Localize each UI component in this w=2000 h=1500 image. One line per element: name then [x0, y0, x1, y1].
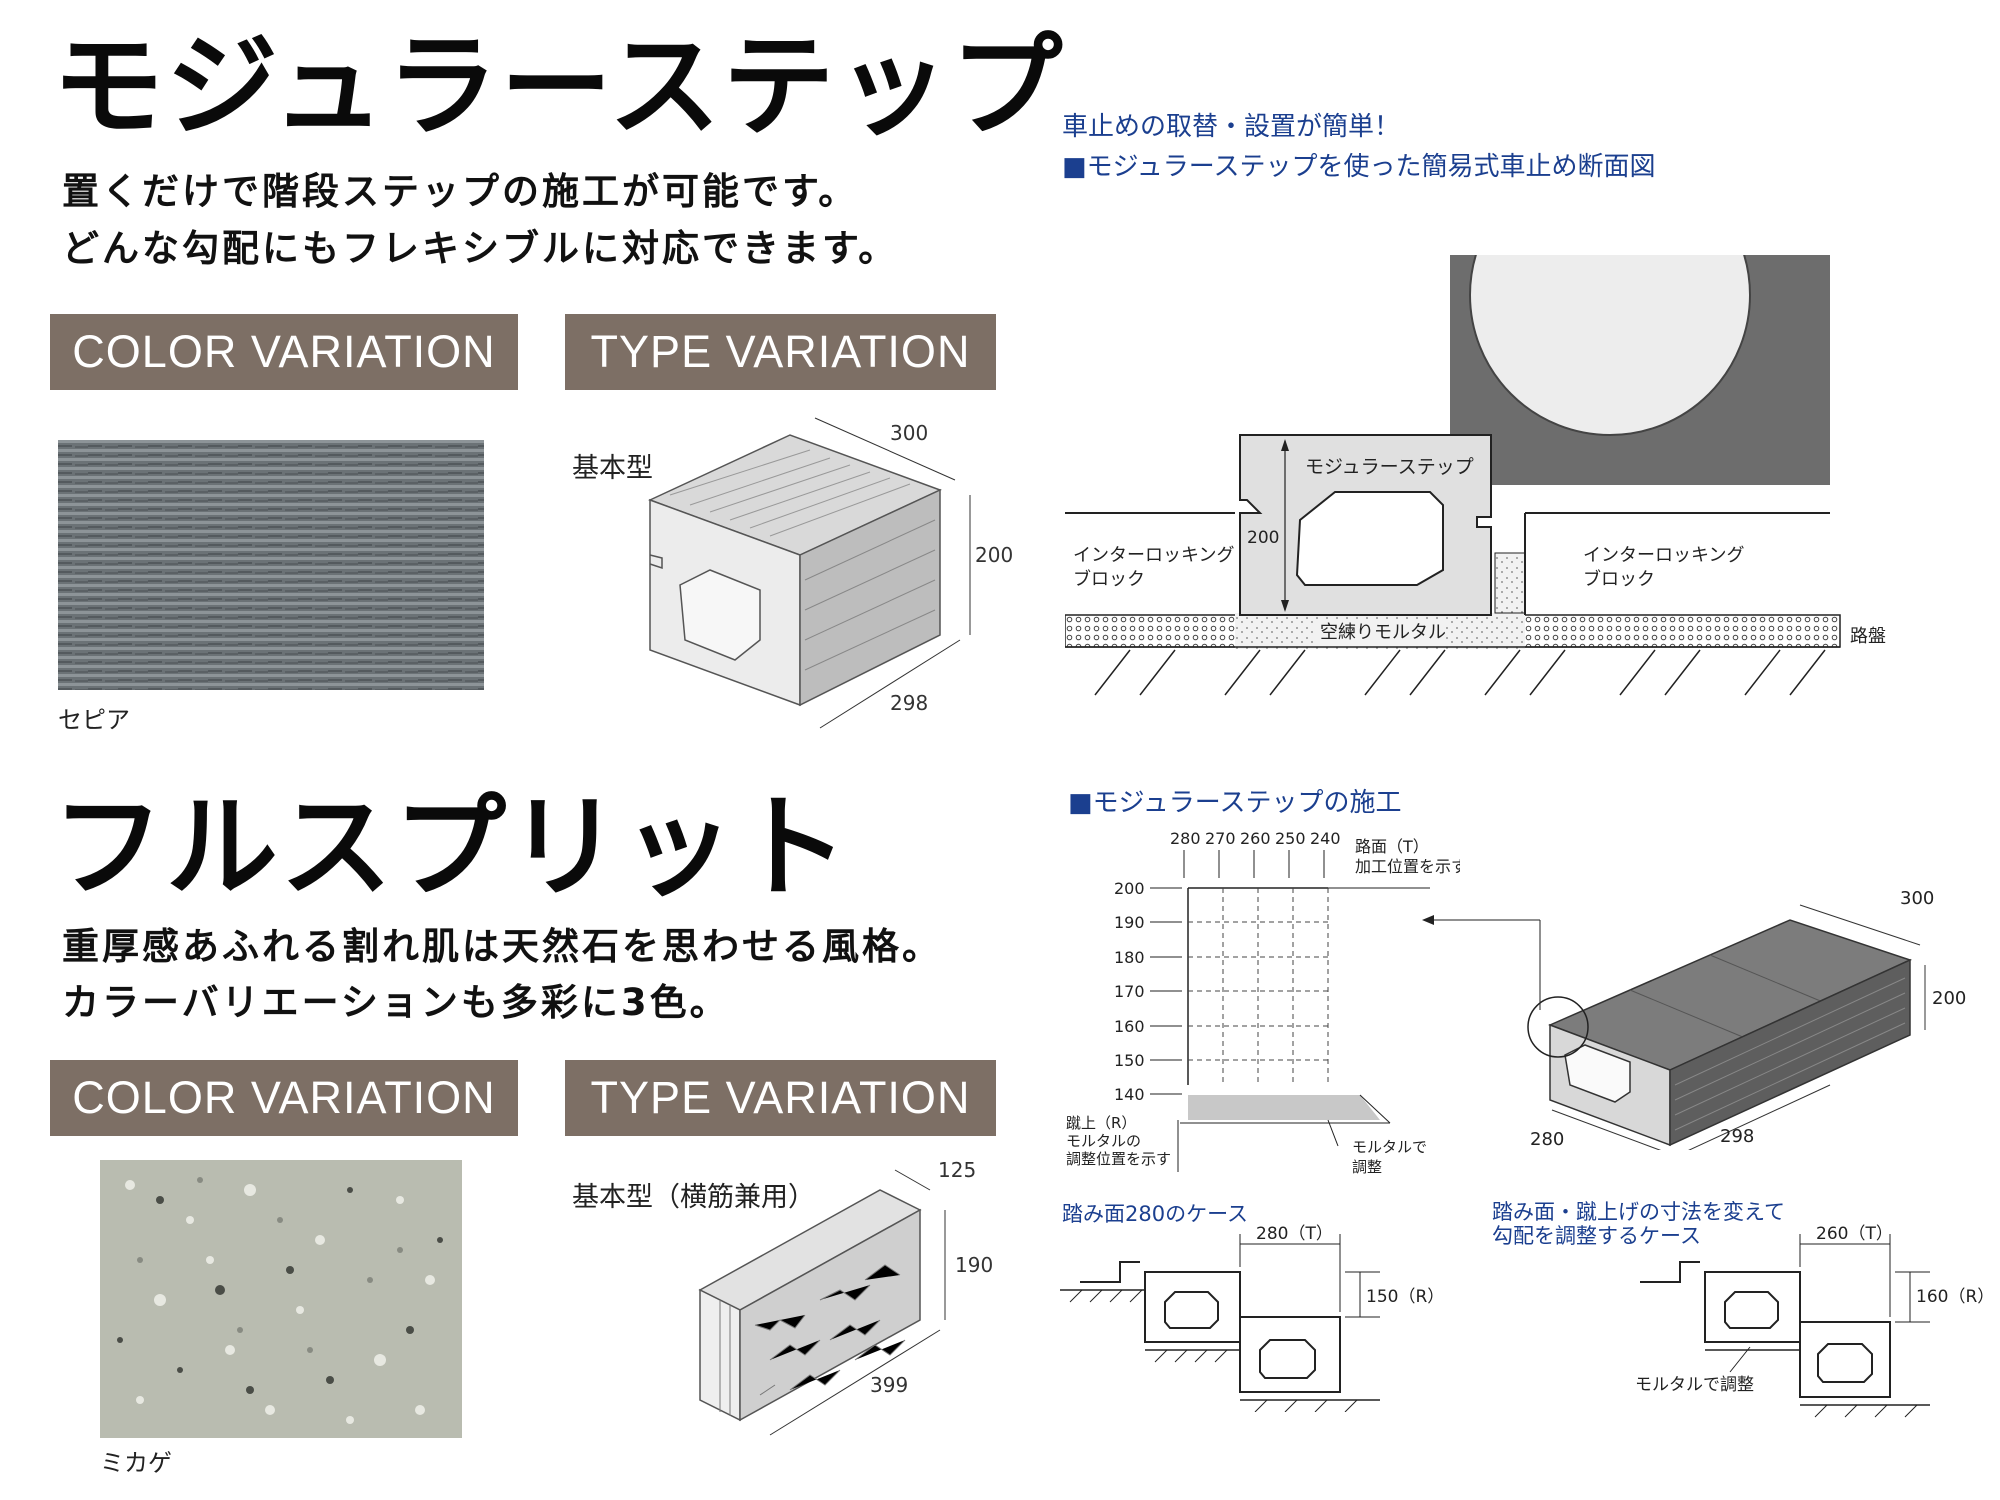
case2-mortar: モルタルで調整: [1635, 1375, 1754, 1395]
side-value-200: 200: [1114, 879, 1145, 898]
detail-arrow: [1422, 915, 1541, 1010]
modular-lead-2: どんな勾配にもフレキシブルに対応できます。: [62, 227, 899, 270]
case2-title-1: 踏み面・蹴上げの寸法を変えて: [1492, 1200, 1785, 1224]
side-value-170: 170: [1114, 982, 1145, 1001]
sepia-label: セピア: [58, 706, 130, 734]
construction-block-drawing: 300 200 280 298: [1527, 888, 1966, 1150]
car-stop-left-2: ブロック: [1073, 568, 1145, 590]
car-stop-height: 200: [1247, 528, 1279, 548]
top-value-260: 260: [1240, 829, 1271, 848]
car-stop-heading: ■モジュラーステップを使った簡易式車止め断面図: [1062, 152, 1656, 182]
car-stop-right-2: ブロック: [1583, 568, 1655, 590]
riser-note-3: 調整位置を示す: [1066, 1150, 1171, 1168]
case2-diagram: 260（T） 160（R）: [1640, 1224, 1990, 1418]
block-dim-top: 300: [1900, 888, 1934, 909]
full-split-type-label: 基本型（横筋兼用）: [572, 1182, 815, 1213]
case2-title-2: 勾配を調整するケース: [1492, 1224, 1701, 1248]
car-stop-note: 車止めの取替・設置が簡単！: [1062, 112, 1401, 142]
car-stop-base: 路盤: [1850, 626, 1886, 647]
case1-riser: 150（R）: [1366, 1287, 1440, 1307]
side-value-180: 180: [1114, 948, 1145, 967]
modular-block-drawing: 300 200 298: [648, 417, 1013, 729]
block-dim-height: 200: [1932, 988, 1966, 1009]
full-split-color-tag: COLOR VARIATION: [50, 1060, 518, 1136]
block-dim-bottom: 298: [1720, 1126, 1754, 1147]
modular-lead-1: 置くだけで階段ステップの施工が可能です。: [62, 170, 859, 213]
car-stop-right-1: インターロッキング: [1583, 545, 1744, 566]
side-value-140: 140: [1114, 1085, 1145, 1104]
case1-tread: 280（T）: [1256, 1224, 1333, 1244]
top-value-250: 250: [1275, 829, 1306, 848]
car-stop-diagram: モジュラーステップ 200 インターロッキング ブロック インターロッキング ブ…: [1065, 255, 1886, 696]
modular-dim-height: 200: [975, 543, 1013, 567]
riser-note-2: モルタルの: [1066, 1132, 1141, 1150]
full-split-dim-bottom: 399: [870, 1373, 908, 1397]
mikage-swatch: [100, 1160, 462, 1438]
car-stop-block-label: モジュラーステップ: [1305, 456, 1474, 478]
mikage-label: ミカゲ: [100, 1449, 172, 1477]
car-stop-left-1: インターロッキング: [1073, 545, 1234, 566]
tread-note-2: 加工位置を示す: [1355, 857, 1460, 876]
side-value-190: 190: [1114, 913, 1145, 932]
side-value-160: 160: [1114, 1017, 1145, 1036]
modular-dim-top: 300: [890, 421, 928, 445]
full-split-type-tag: TYPE VARIATION: [565, 1060, 996, 1136]
full-split-lead-2: カラーバリエーションも多彩に3色。: [62, 981, 730, 1024]
modular-type-tag: TYPE VARIATION: [565, 314, 996, 390]
mortar-note-2: 調整: [1352, 1158, 1382, 1176]
sepia-swatch: [58, 440, 484, 690]
modular-dim-bottom: 298: [890, 691, 928, 715]
top-value-280: 280: [1170, 829, 1201, 848]
construction-heading: ■モジュラーステップの施工: [1068, 788, 1402, 818]
modular-title: モジュラーステップ: [52, 22, 1065, 152]
modular-color-tag: COLOR VARIATION: [50, 314, 518, 390]
case1-title: 踏み面280のケース: [1062, 1202, 1249, 1226]
top-value-270: 270: [1205, 829, 1236, 848]
block-dim-left: 280: [1530, 1129, 1564, 1150]
construction-grid-diagram: 280 270 260 250 240 200 190 180 170 160 …: [1066, 829, 1460, 1176]
top-value-240: 240: [1310, 829, 1341, 848]
riser-note-1: 蹴上（R）: [1066, 1114, 1136, 1132]
car-stop-mortar: 空練りモルタル: [1320, 622, 1446, 643]
case2-riser: 160（R）: [1916, 1287, 1990, 1307]
case2-tread: 260（T）: [1816, 1224, 1893, 1244]
full-split-lead-1: 重厚感あふれる割れ肌は天然石を思わせる風格。: [62, 925, 942, 968]
full-split-dim-height: 190: [955, 1253, 993, 1277]
mortar-note-1: モルタルで: [1352, 1138, 1427, 1156]
modular-type-label: 基本型: [572, 453, 653, 484]
full-split-dim-top: 125: [938, 1158, 976, 1182]
side-value-150: 150: [1114, 1051, 1145, 1070]
full-split-block-drawing: 125 190 399: [698, 1158, 993, 1436]
full-split-title: フルスプリット: [52, 783, 850, 913]
tread-note-1: 路面（T）: [1355, 837, 1429, 856]
case1-diagram: 280（T） 150（R）: [1060, 1224, 1440, 1412]
